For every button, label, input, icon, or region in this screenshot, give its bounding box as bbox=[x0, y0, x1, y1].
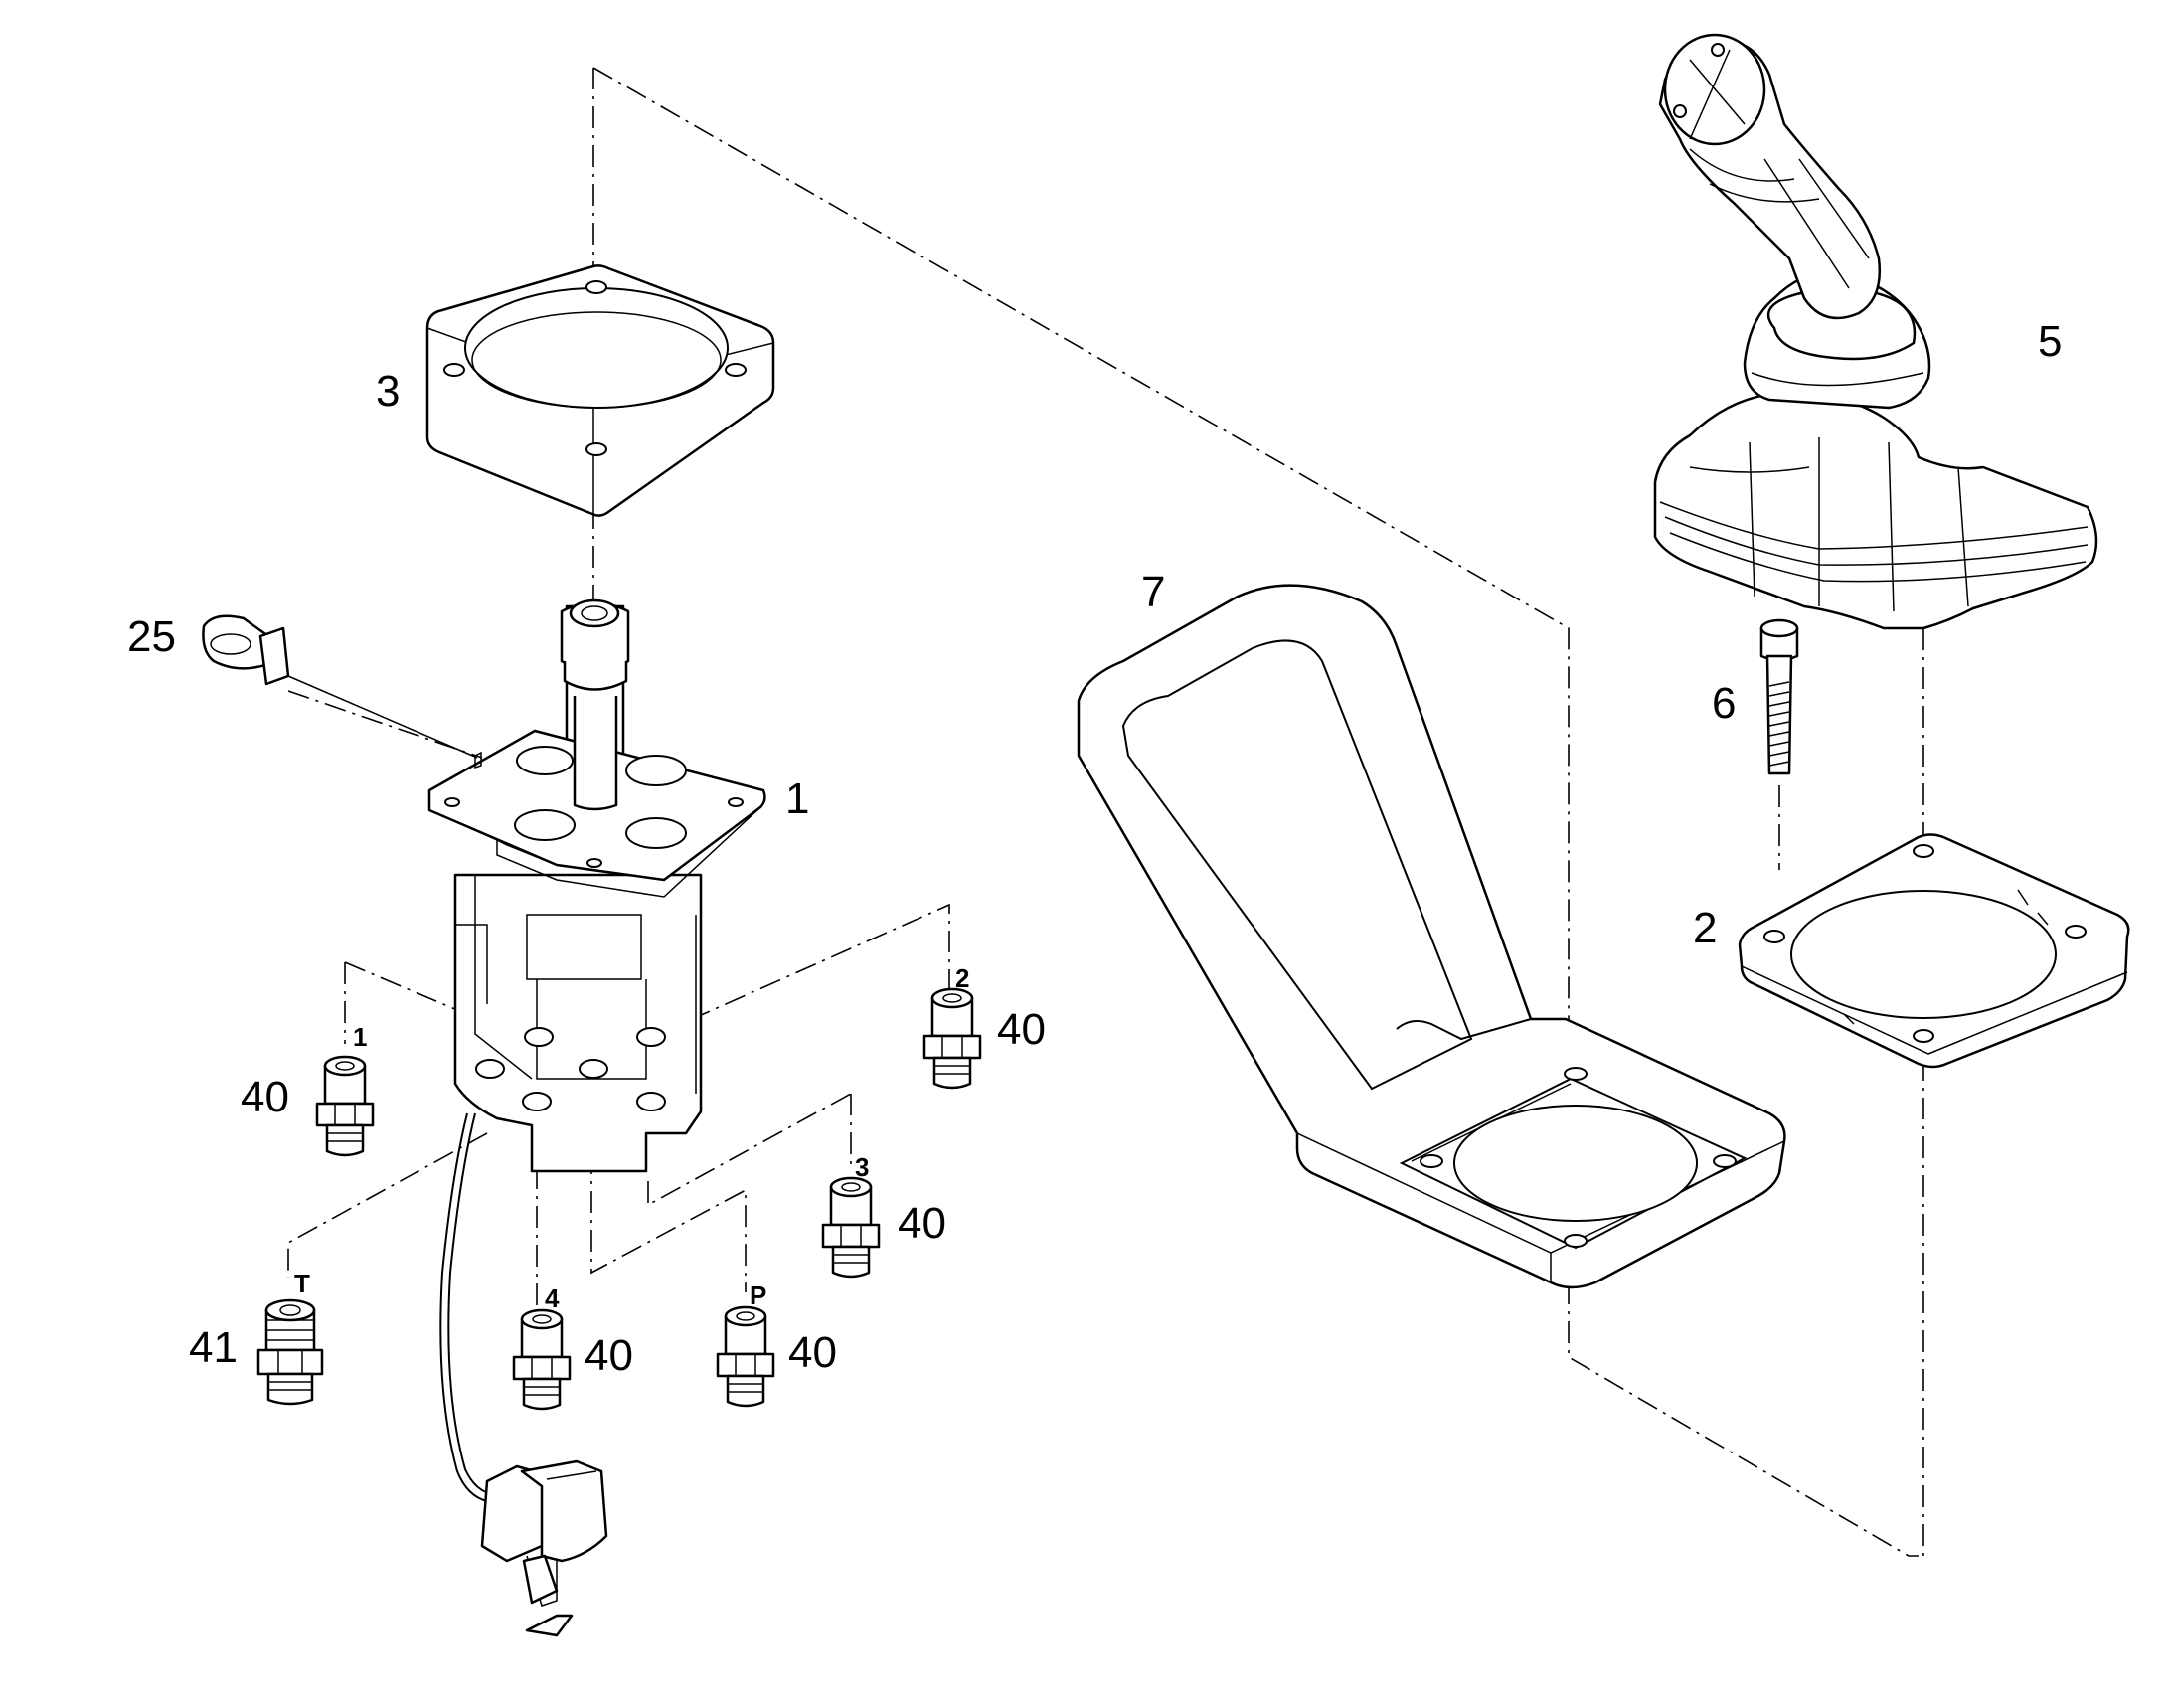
fitting-port-1 bbox=[315, 1055, 375, 1157]
part-6-screw bbox=[1759, 618, 1799, 775]
port-label-4: 4 bbox=[545, 1283, 560, 1313]
callout-part-1: 1 bbox=[785, 774, 809, 823]
callout-part-5: 5 bbox=[2038, 317, 2062, 366]
port-label-1: 1 bbox=[353, 1022, 367, 1052]
callout-fitting-port-p: 40 bbox=[788, 1328, 837, 1377]
callout-labels: 3 25 1 7 5 6 2 40 40 40 40 40 41 bbox=[127, 317, 2062, 1380]
callout-fitting-port-1: 40 bbox=[241, 1073, 289, 1121]
fitting-port-t bbox=[256, 1298, 324, 1406]
part-3-gasket-ring bbox=[425, 264, 775, 517]
callout-fitting-port-2: 40 bbox=[997, 1005, 1046, 1054]
callout-part-7: 7 bbox=[1141, 568, 1165, 616]
port-labels: 1 2 3 4 P T bbox=[294, 963, 969, 1313]
fitting-port-3 bbox=[821, 1176, 881, 1279]
port-label-t: T bbox=[294, 1269, 310, 1298]
part-5-joystick-boot bbox=[1653, 33, 2098, 630]
part-1-pilot-valve bbox=[427, 598, 766, 1173]
callout-fitting-port-3: 40 bbox=[898, 1199, 946, 1248]
fitting-port-p bbox=[716, 1305, 775, 1408]
part-2-flat-plate bbox=[1738, 833, 2130, 1069]
callout-fitting-port-t: 41 bbox=[189, 1323, 238, 1372]
port-label-3: 3 bbox=[855, 1152, 869, 1182]
callout-part-3: 3 bbox=[376, 367, 400, 416]
callout-part-2: 2 bbox=[1693, 904, 1717, 952]
callout-part-6: 6 bbox=[1712, 679, 1736, 728]
fitting-port-4 bbox=[512, 1308, 572, 1411]
port-label-p: P bbox=[750, 1281, 766, 1310]
cable-connector bbox=[439, 1112, 608, 1637]
fitting-port-2 bbox=[922, 987, 982, 1090]
part-7-tray-bracket bbox=[1077, 584, 1786, 1289]
part-25-clip bbox=[202, 614, 478, 759]
callout-fitting-port-4: 40 bbox=[585, 1331, 633, 1380]
callout-part-25: 25 bbox=[127, 612, 176, 661]
port-label-2: 2 bbox=[955, 963, 969, 993]
